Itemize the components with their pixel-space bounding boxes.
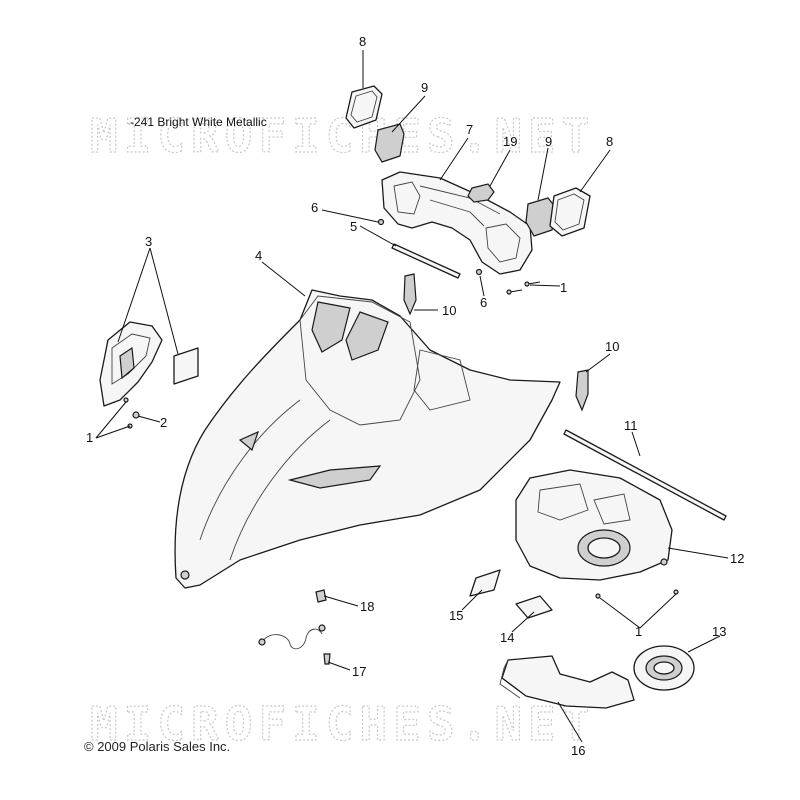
- belly-pan: [515, 469, 673, 581]
- callout-label: 14: [500, 630, 514, 645]
- callout-label: 6: [480, 295, 487, 310]
- screw: [323, 653, 331, 665]
- hood: [174, 289, 561, 589]
- callout-label: 8: [359, 34, 366, 49]
- lens-right: [525, 197, 557, 237]
- callout-label: 2: [160, 415, 167, 430]
- bezel-ring-right: [549, 187, 591, 237]
- callout-label: 13: [712, 624, 726, 639]
- clip-upper: [403, 273, 417, 316]
- watermark-bottom: MICROFICHES.NET: [90, 697, 595, 751]
- callout-label: 1: [635, 624, 642, 639]
- callout-label: 19: [503, 134, 517, 149]
- decal-15: [469, 569, 501, 597]
- headlight-housing: [381, 171, 533, 275]
- callout-label: 12: [730, 551, 744, 566]
- lens-left: [374, 123, 405, 163]
- fastener-upper: [377, 218, 385, 226]
- foam-pad: [499, 655, 635, 709]
- clip-right: [575, 369, 589, 412]
- connector: [258, 589, 327, 650]
- center-lamp: [467, 183, 495, 203]
- callout-label: 6: [311, 200, 318, 215]
- callout-label: 15: [449, 608, 463, 623]
- screws-left: [123, 397, 133, 429]
- copyright-notice: © 2009 Polaris Sales Inc.: [84, 739, 230, 754]
- callout-label: 8: [606, 134, 613, 149]
- bezel-ring-left: [345, 85, 383, 129]
- seal-ring: [633, 645, 695, 691]
- mirror-assembly: [99, 321, 199, 407]
- callout-label: 10: [605, 339, 619, 354]
- callout-labels: 8 9 7 19 9 8 6 5 6 1 4 3 10 10 2 1 11 12…: [86, 34, 744, 758]
- callout-label: 1: [86, 430, 93, 445]
- decal-14: [515, 595, 553, 619]
- watermark-top: MICROFICHES.NET: [90, 109, 595, 163]
- callout-label: 1: [560, 280, 567, 295]
- callout-label: 9: [545, 134, 552, 149]
- nut: [132, 411, 140, 419]
- callout-label: 7: [466, 122, 473, 137]
- callout-label: 16: [571, 743, 585, 758]
- callout-label: 17: [352, 664, 366, 679]
- screws-lower-right: [595, 589, 679, 599]
- trim-strip: [391, 243, 461, 279]
- callout-label: 4: [255, 248, 262, 263]
- callout-label: 18: [360, 599, 374, 614]
- variant-note: -241 Bright White Metallic: [130, 115, 267, 129]
- callout-label: 9: [421, 80, 428, 95]
- edge-trim: [563, 429, 727, 521]
- callout-label: 3: [145, 234, 152, 249]
- screws-upper-right: [506, 281, 541, 295]
- fastener-lower: [475, 268, 483, 276]
- callout-label: 5: [350, 219, 357, 234]
- callout-label: 10: [442, 303, 456, 318]
- leader-lines: [95, 50, 729, 743]
- callout-label: 11: [624, 418, 638, 433]
